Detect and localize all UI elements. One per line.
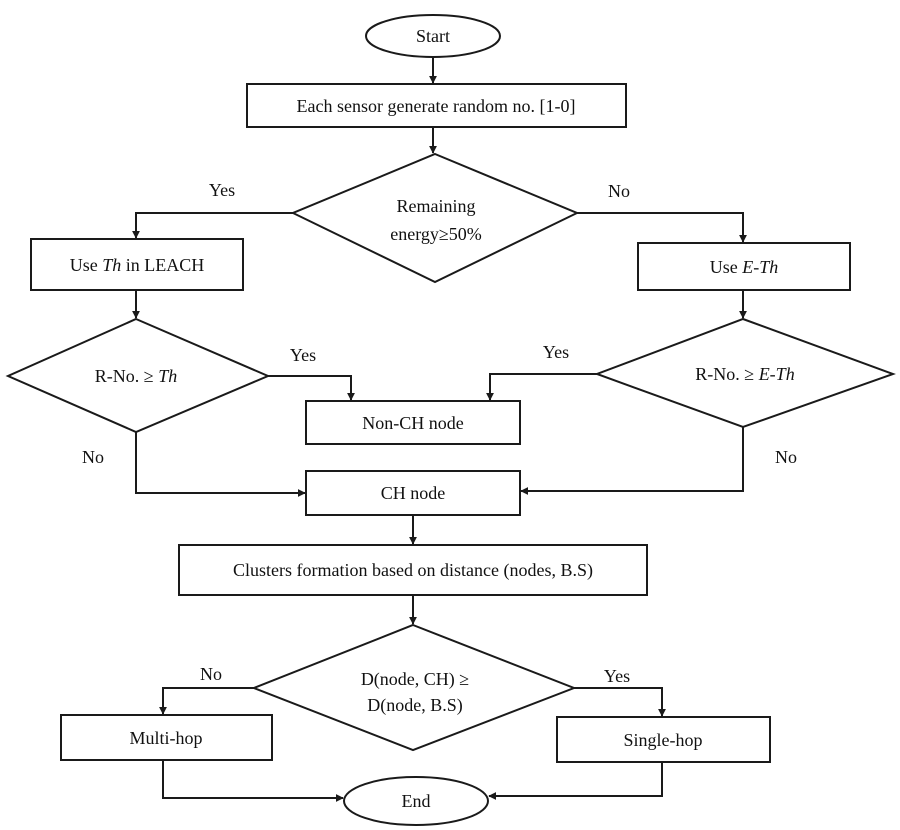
start-label: Start (416, 26, 450, 46)
edge-energy-no (577, 212, 747, 243)
rno-th-variable: Th (158, 366, 177, 386)
multi-hop-node: Multi-hop (60, 714, 273, 761)
edge-labels: Yes No Yes No Yes No No Yes (82, 180, 797, 686)
distance-check-label-line2: D(node, B.S) (367, 695, 463, 716)
use-th-label: Use Th in LEACH (70, 255, 205, 275)
energy-check-label-line1: Remaining (397, 196, 476, 216)
single-hop-node: Single-hop (556, 716, 771, 763)
label-distance-no: No (200, 664, 222, 684)
edge-multi-hop-to-end (162, 760, 344, 802)
label-rno-th-yes: Yes (290, 345, 316, 365)
use-th-variable: Th (102, 255, 121, 275)
non-ch-node: Non-CH node (305, 400, 521, 445)
use-eth-node: Use E-Th (637, 242, 851, 291)
energy-check-decision: Remaining energy≥50% (290, 152, 580, 284)
label-rno-th-no: No (82, 447, 104, 467)
rno-eth-decision: R-No. ≥ E-Th (594, 317, 896, 429)
rno-th-decision: R-No. ≥ Th (5, 317, 271, 434)
use-th-node: Use Th in LEACH (30, 238, 244, 291)
distance-check-decision: D(node, CH) ≥ D(node, B.S) (251, 623, 577, 752)
generate-node: Each sensor generate random no. [1-0] (246, 83, 627, 128)
edge-distance-no (159, 687, 254, 715)
energy-check-label-line2: energy≥50% (390, 224, 482, 244)
use-eth-variable: E-Th (741, 257, 778, 277)
label-rno-eth-yes: Yes (543, 342, 569, 362)
clusters-node: Clusters formation based on distance (no… (178, 544, 648, 596)
generate-label: Each sensor generate random no. [1-0] (297, 96, 576, 116)
edge-energy-yes (132, 212, 293, 239)
ch-label: CH node (381, 483, 446, 503)
rno-th-label: R-No. ≥ Th (95, 366, 177, 386)
label-energy-no: No (608, 181, 630, 201)
label-energy-yes: Yes (209, 180, 235, 200)
edge-rno-eth-yes (486, 373, 597, 401)
use-eth-label: Use E-Th (710, 257, 779, 277)
end-node: End (343, 776, 489, 826)
edge-rno-eth-no (520, 427, 744, 495)
connectors (132, 57, 747, 802)
label-rno-eth-no: No (775, 447, 797, 467)
start-node: Start (365, 14, 501, 58)
ch-node: CH node (305, 470, 521, 516)
single-hop-label: Single-hop (624, 730, 703, 750)
edge-rno-th-no (135, 432, 306, 497)
edge-distance-yes (574, 687, 666, 717)
non-ch-label: Non-CH node (362, 413, 464, 433)
distance-check-label-line1: D(node, CH) ≥ (361, 669, 469, 690)
rno-eth-label: R-No. ≥ E-Th (695, 364, 794, 384)
multi-hop-label: Multi-hop (129, 728, 202, 748)
rno-eth-variable: E-Th (758, 364, 795, 384)
clusters-label: Clusters formation based on distance (no… (233, 560, 593, 581)
label-distance-yes: Yes (604, 666, 630, 686)
edge-rno-th-yes (268, 375, 355, 401)
edge-single-hop-to-end (488, 762, 663, 800)
end-label: End (402, 791, 431, 811)
